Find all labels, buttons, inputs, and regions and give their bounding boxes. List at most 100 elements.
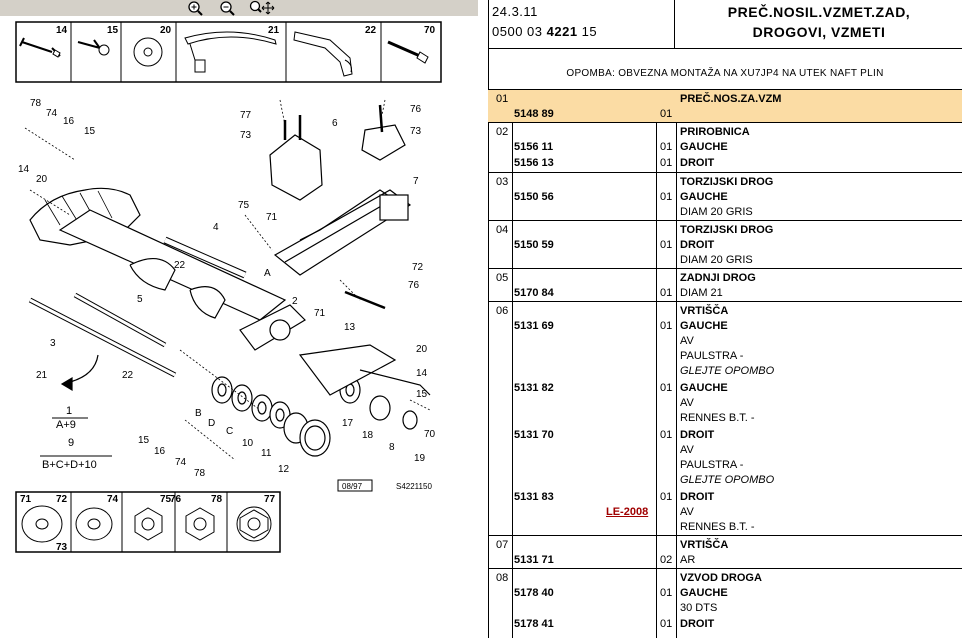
part-description: GAUCHE <box>680 141 728 153</box>
svg-text:17: 17 <box>342 418 354 429</box>
part-detail: AV <box>680 444 694 456</box>
bottom-parts-strip <box>15 491 281 553</box>
svg-text:76: 76 <box>408 280 420 291</box>
group-number: 08 <box>496 572 509 584</box>
part-reference: 5131 82 <box>514 382 554 394</box>
part-description: GAUCHE <box>680 382 728 394</box>
part-reference: 5178 40 <box>514 587 554 599</box>
part-detail: DIAM 20 GRIS <box>680 254 753 266</box>
group-number: 04 <box>496 224 509 236</box>
svg-text:21: 21 <box>268 25 280 36</box>
part-note: GLEJTE OPOMBO <box>680 365 775 377</box>
svg-text:20: 20 <box>160 25 172 36</box>
svg-text:78: 78 <box>211 494 223 505</box>
group-title: VRTIŠČA <box>680 305 729 317</box>
svg-text:70: 70 <box>424 25 436 36</box>
part-detail: DIAM 20 GRIS <box>680 206 753 218</box>
svg-text:B+C+D+10: B+C+D+10 <box>42 459 97 471</box>
part-quantity: 01 <box>660 141 673 153</box>
part-quantity: 01 <box>660 191 673 203</box>
zoom-out-icon[interactable] <box>219 0 235 16</box>
le-2008-link[interactable]: LE-2008 <box>606 506 649 518</box>
group-title: VRTIŠČA <box>680 539 729 551</box>
svg-text:10: 10 <box>242 438 254 449</box>
part-quantity: 01 <box>660 320 673 332</box>
parts-exploded-view: 14 15 20 21 22 70 <box>15 21 442 553</box>
svg-text:22: 22 <box>122 370 134 381</box>
part-detail: AV <box>680 506 694 518</box>
svg-text:76: 76 <box>410 104 422 115</box>
svg-text:4: 4 <box>213 222 219 233</box>
part-reference: 5131 69 <box>514 320 554 332</box>
frame-line <box>488 0 489 638</box>
svg-text:75: 75 <box>160 494 172 505</box>
part-note: GLEJTE OPOMBO <box>680 474 775 486</box>
svg-text:22: 22 <box>365 25 377 36</box>
group-title: PRIROBNICA <box>680 126 750 138</box>
part-group-02[interactable]: 02 PRIROBNICA 5156 11 01 GAUCHE 5156 13 … <box>488 122 962 173</box>
part-reference: 5131 70 <box>514 429 554 441</box>
svg-text:08/97: 08/97 <box>342 482 363 491</box>
part-reference: 5131 83 <box>514 491 554 503</box>
column-line <box>512 89 513 638</box>
svg-text:21: 21 <box>36 370 48 381</box>
assembly-note: OPOMBA: OBVEZNA MONTAŽA NA XU7JP4 NA UTE… <box>566 68 884 79</box>
svg-text:73: 73 <box>240 130 252 141</box>
svg-text:73: 73 <box>56 542 68 553</box>
svg-text:15: 15 <box>138 435 150 446</box>
part-group-05[interactable]: 05 ZADNJI DROG 5170 84 01 DIAM 21 <box>488 268 962 302</box>
top-label: 14 <box>56 25 68 36</box>
svg-text:20: 20 <box>416 344 428 355</box>
part-description: GAUCHE <box>680 587 728 599</box>
part-detail: PAULSTRA - <box>680 459 744 471</box>
svg-text:77: 77 <box>240 110 252 121</box>
svg-text:22: 22 <box>174 260 186 271</box>
zoom-in-icon[interactable] <box>187 0 203 16</box>
part-description: DROIT <box>680 239 715 251</box>
svg-text:5: 5 <box>137 294 143 305</box>
svg-text:B: B <box>195 408 202 419</box>
part-group-04[interactable]: 04 TORZIJSKI DROG 5150 59 01 DROIT DIAM … <box>488 220 962 269</box>
pan-zoom-icon[interactable] <box>249 0 275 16</box>
part-group-06[interactable]: 06 VRTIŠČA 5131 69 01 GAUCHE AV PAULSTRA… <box>488 301 962 536</box>
svg-text:76: 76 <box>170 494 182 505</box>
svg-text:3: 3 <box>50 338 56 349</box>
part-detail: AV <box>680 335 694 347</box>
part-reference: 5150 59 <box>514 239 554 251</box>
part-description: PREČ.NOS.ZA.VZM <box>680 93 782 105</box>
part-reference: 5131 71 <box>514 554 554 566</box>
header-title-line-2: DROGOVI, VZMETI <box>752 24 886 40</box>
svg-text:15: 15 <box>107 25 119 36</box>
svg-text:14: 14 <box>18 164 30 175</box>
svg-text:A+9: A+9 <box>56 419 76 431</box>
svg-text:72: 72 <box>412 262 424 273</box>
svg-text:16: 16 <box>63 116 75 127</box>
svg-text:9: 9 <box>68 437 74 449</box>
part-description: DROIT <box>680 157 715 169</box>
svg-text:71: 71 <box>266 212 278 223</box>
part-reference: 5156 11 <box>514 141 554 153</box>
svg-text:C: C <box>226 426 233 437</box>
svg-text:18: 18 <box>362 430 374 441</box>
part-detail: RENNES B.T. - <box>680 521 755 533</box>
part-quantity: 02 <box>660 554 673 566</box>
svg-text:77: 77 <box>264 494 276 505</box>
part-group-01[interactable]: 01 5148 89 01 PREČ.NOS.ZA.VZM <box>488 89 962 123</box>
part-reference: 5150 56 <box>514 191 554 203</box>
svg-text:2: 2 <box>292 296 298 307</box>
exploded-diagram-pane: 14 15 20 21 22 70 <box>0 0 478 638</box>
part-group-08[interactable]: 08 VZVOD DROGA 5178 40 01 GAUCHE 30 DTS … <box>488 568 962 639</box>
part-quantity: 01 <box>660 239 673 251</box>
group-number: 02 <box>496 126 509 138</box>
svg-text:71: 71 <box>20 494 32 505</box>
part-group-07[interactable]: 07 VRTIŠČA 5131 71 02 AR <box>488 535 962 569</box>
svg-text:74: 74 <box>175 457 187 468</box>
svg-text:19: 19 <box>414 453 426 464</box>
part-quantity: 01 <box>660 618 673 630</box>
part-reference: 5148 89 <box>514 108 554 120</box>
zoom-toolbar <box>0 0 478 16</box>
svg-text:S4221150: S4221150 <box>396 482 432 491</box>
part-group-03[interactable]: 03 TORZIJSKI DROG 5150 56 01 GAUCHE DIAM… <box>488 172 962 221</box>
group-number: 06 <box>496 305 509 317</box>
part-quantity: 01 <box>660 429 673 441</box>
